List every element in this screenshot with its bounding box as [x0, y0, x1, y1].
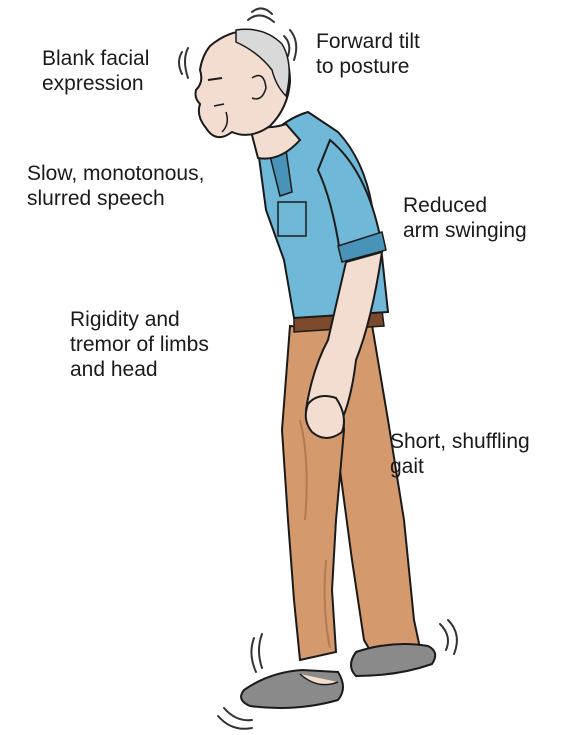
- label-line: Reduced: [403, 193, 527, 218]
- back-shoe: [351, 644, 435, 676]
- label-line: Forward tilt: [316, 29, 420, 54]
- hand: [306, 396, 344, 438]
- label-line: Rigidity and: [70, 307, 209, 332]
- label-line: gait: [390, 454, 530, 479]
- label-line: to posture: [316, 54, 420, 79]
- front-shoe: [241, 670, 343, 708]
- label-forward-tilt: Forward tilt to posture: [316, 29, 420, 79]
- label-speech: Slow, monotonous, slurred speech: [27, 161, 204, 211]
- label-line: Short, shuffling: [390, 429, 530, 454]
- label-rigidity-tremor: Rigidity and tremor of limbs and head: [70, 307, 209, 382]
- label-blank-facial-expression: Blank facial expression: [42, 46, 149, 96]
- label-line: Slow, monotonous,: [27, 161, 204, 186]
- label-line: Blank facial: [42, 46, 149, 71]
- label-line: slurred speech: [27, 186, 204, 211]
- label-line: expression: [42, 71, 149, 96]
- label-line: arm swinging: [403, 218, 527, 243]
- label-line: and head: [70, 357, 209, 382]
- label-shuffling-gait: Short, shuffling gait: [390, 429, 530, 479]
- label-line: tremor of limbs: [70, 332, 209, 357]
- label-reduced-arm-swing: Reduced arm swinging: [403, 193, 527, 243]
